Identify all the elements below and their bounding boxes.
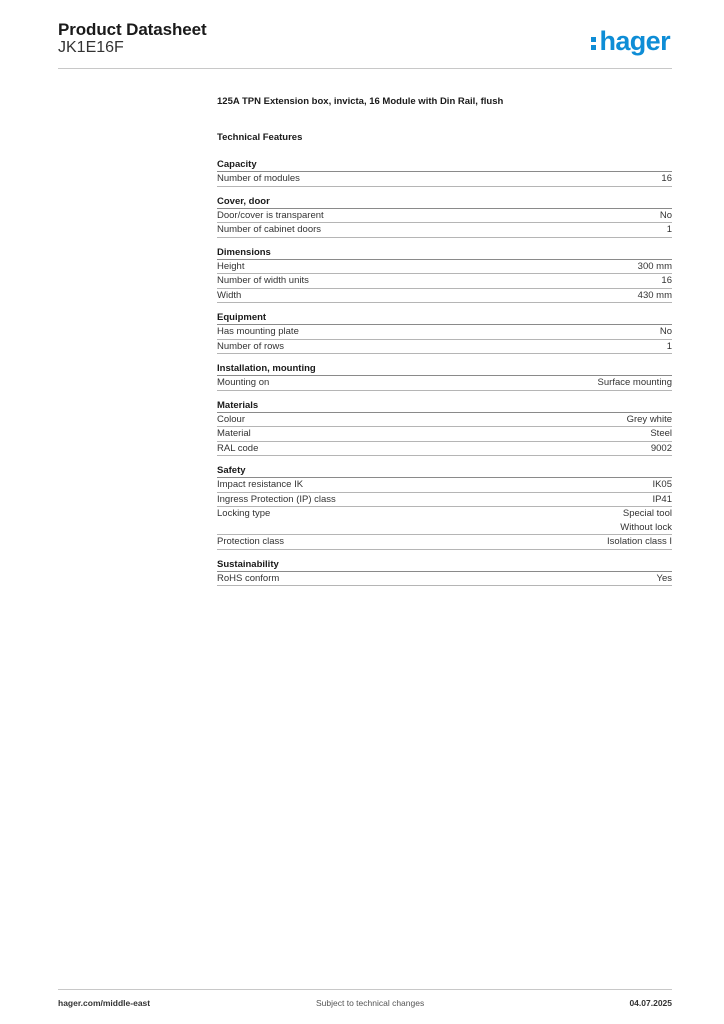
feature-label: Ingress Protection (IP) class	[217, 493, 336, 505]
feature-value: IK05	[652, 479, 672, 490]
feature-label: Material	[217, 428, 251, 439]
hager-logo: hager	[591, 26, 671, 57]
footer-date: 04.07.2025	[629, 998, 672, 1008]
page-header: Product Datasheet JK1E16F hager	[58, 20, 672, 70]
section-title: Installation, mounting	[217, 362, 672, 376]
feature-label: Impact resistance IK	[217, 479, 304, 490]
logo-text: hager	[599, 26, 670, 56]
feature-row: Ingress Protection (IP) class IP41	[217, 493, 672, 507]
feature-label: Protection class	[217, 536, 285, 547]
feature-row: RoHS conform Yes	[217, 572, 673, 586]
feature-value: Grey white	[626, 413, 672, 425]
feature-value: 1	[666, 340, 672, 352]
feature-label: Colour	[217, 413, 245, 425]
section-title: Dimensions	[217, 246, 672, 260]
feature-label: Locking type	[217, 508, 271, 519]
feature-value: No	[659, 209, 672, 221]
feature-row: Impact resistance IK IK05	[217, 478, 672, 493]
footer-notice: Subject to technical changes	[316, 998, 425, 1008]
section-title: Sustainability	[217, 558, 672, 572]
datasheet-content: 125A TPN Extension box, invicta, 16 Modu…	[217, 96, 672, 594]
feature-label: Number of rows	[217, 340, 285, 352]
section-title: Materials	[217, 399, 672, 413]
header-divider	[58, 68, 672, 69]
feature-value: Isolation class I	[607, 536, 672, 547]
feature-row: Width 430 mm	[217, 289, 672, 303]
feature-value: 9002	[650, 442, 672, 454]
feature-value: 430 mm	[637, 289, 672, 301]
product-code: JK1E16F	[58, 39, 124, 56]
feature-row: Mounting on Surface mounting	[217, 376, 672, 391]
feature-value: Surface mounting	[597, 377, 672, 388]
feature-row: Number of cabinet doors 1	[217, 223, 672, 238]
feature-label: Width	[217, 289, 242, 301]
feature-row: Number of width units 16	[217, 274, 672, 289]
feature-value: No	[659, 326, 672, 337]
feature-row: Height 300 mm	[217, 260, 672, 274]
section-title: Safety	[217, 464, 672, 478]
feature-row: Number of rows 1	[217, 340, 672, 354]
footer-divider	[58, 989, 672, 990]
feature-row: Has mounting plate No	[217, 325, 672, 340]
feature-value: Steel	[650, 428, 672, 439]
logo-colon-icon	[591, 33, 598, 51]
footer-website[interactable]: hager.com/middle-east	[58, 998, 151, 1008]
feature-label: Door/cover is transparent	[217, 209, 324, 221]
feature-value: 16	[661, 275, 672, 286]
feature-label: RoHS conform	[217, 572, 280, 584]
feature-value: 1	[666, 224, 672, 235]
feature-label: Height	[217, 260, 245, 272]
feature-value: IP41	[652, 493, 672, 505]
feature-row: RAL code 9002	[217, 442, 672, 456]
feature-row: Locking type Special tool Without lock	[217, 507, 672, 535]
technical-features-title: Technical Features	[217, 132, 303, 143]
feature-value: 300 mm	[637, 260, 672, 272]
feature-label: RAL code	[217, 442, 259, 454]
feature-label: Number of width units	[217, 275, 309, 286]
document-title: Product Datasheet	[58, 20, 207, 39]
feature-value: Yes	[656, 572, 673, 584]
section-title: Capacity	[217, 158, 672, 172]
feature-row: Material Steel	[217, 427, 672, 442]
feature-label: Number of modules	[217, 173, 300, 184]
feature-value: Special tool Without lock	[620, 508, 672, 533]
feature-row: Number of modules 16	[217, 172, 672, 187]
feature-label: Mounting on	[217, 377, 270, 388]
feature-label: Has mounting plate	[217, 326, 299, 337]
feature-row: Door/cover is transparent No	[217, 209, 672, 223]
feature-row: Protection class Isolation class I	[217, 535, 672, 550]
product-description: 125A TPN Extension box, invicta, 16 Modu…	[217, 96, 504, 107]
section-title: Equipment	[217, 311, 672, 325]
feature-label: Number of cabinet doors	[217, 224, 322, 235]
feature-row: Colour Grey white	[217, 413, 672, 427]
feature-value: 16	[661, 173, 672, 184]
section-title: Cover, door	[217, 195, 672, 209]
